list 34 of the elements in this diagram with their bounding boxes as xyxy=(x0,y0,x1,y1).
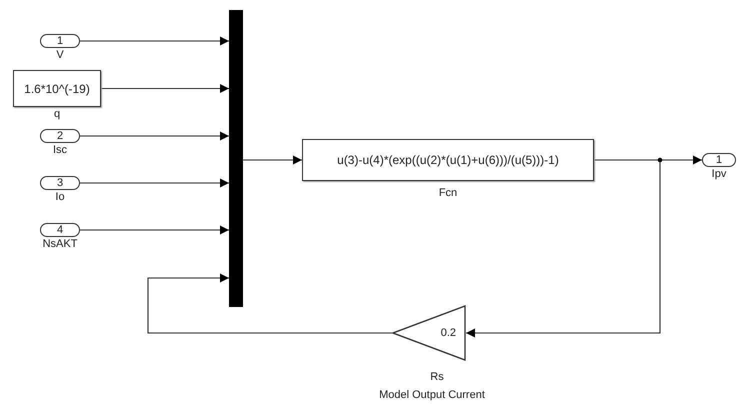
caption: Model Output Current xyxy=(379,389,485,401)
block-name: V xyxy=(56,49,64,61)
block-text: u(3)-u(4)*(exp((u(2)*(u(1)+u(6)))/(u(5)))-1) xyxy=(337,153,559,167)
constant-block xyxy=(13,70,101,107)
signal-arrow xyxy=(243,156,302,164)
block-text: 0.2 xyxy=(440,327,456,339)
function-block xyxy=(302,139,594,181)
port-block xyxy=(40,223,80,237)
signal-arrow xyxy=(101,84,229,93)
signal-arrow xyxy=(466,159,661,338)
block-name: Fcn xyxy=(438,187,458,199)
block-text: 1 xyxy=(56,35,64,47)
block-name: Ipv xyxy=(712,168,726,180)
port-block xyxy=(40,176,80,190)
signal-arrow xyxy=(147,274,392,334)
gain-triangle xyxy=(392,305,466,361)
block-name: NsAKT xyxy=(42,238,78,250)
block-name: q xyxy=(54,108,60,120)
signal-arrow xyxy=(80,132,229,140)
signal-arrow xyxy=(80,178,229,188)
block-text: 2 xyxy=(56,130,64,142)
signal-arrow xyxy=(80,226,229,234)
signal-arrow xyxy=(80,36,229,46)
block-text: 1.6*10^(-19) xyxy=(24,82,90,96)
port-block xyxy=(702,153,736,167)
block-name: Isc xyxy=(52,144,68,156)
block-name: Rs xyxy=(430,371,444,383)
port-block xyxy=(40,34,80,48)
block-text: 1 xyxy=(716,154,722,166)
block-text: 4 xyxy=(56,224,64,236)
port-block xyxy=(40,129,80,143)
mux-bar xyxy=(229,10,243,307)
block-text: 3 xyxy=(56,177,64,189)
block-name: Io xyxy=(55,191,65,203)
